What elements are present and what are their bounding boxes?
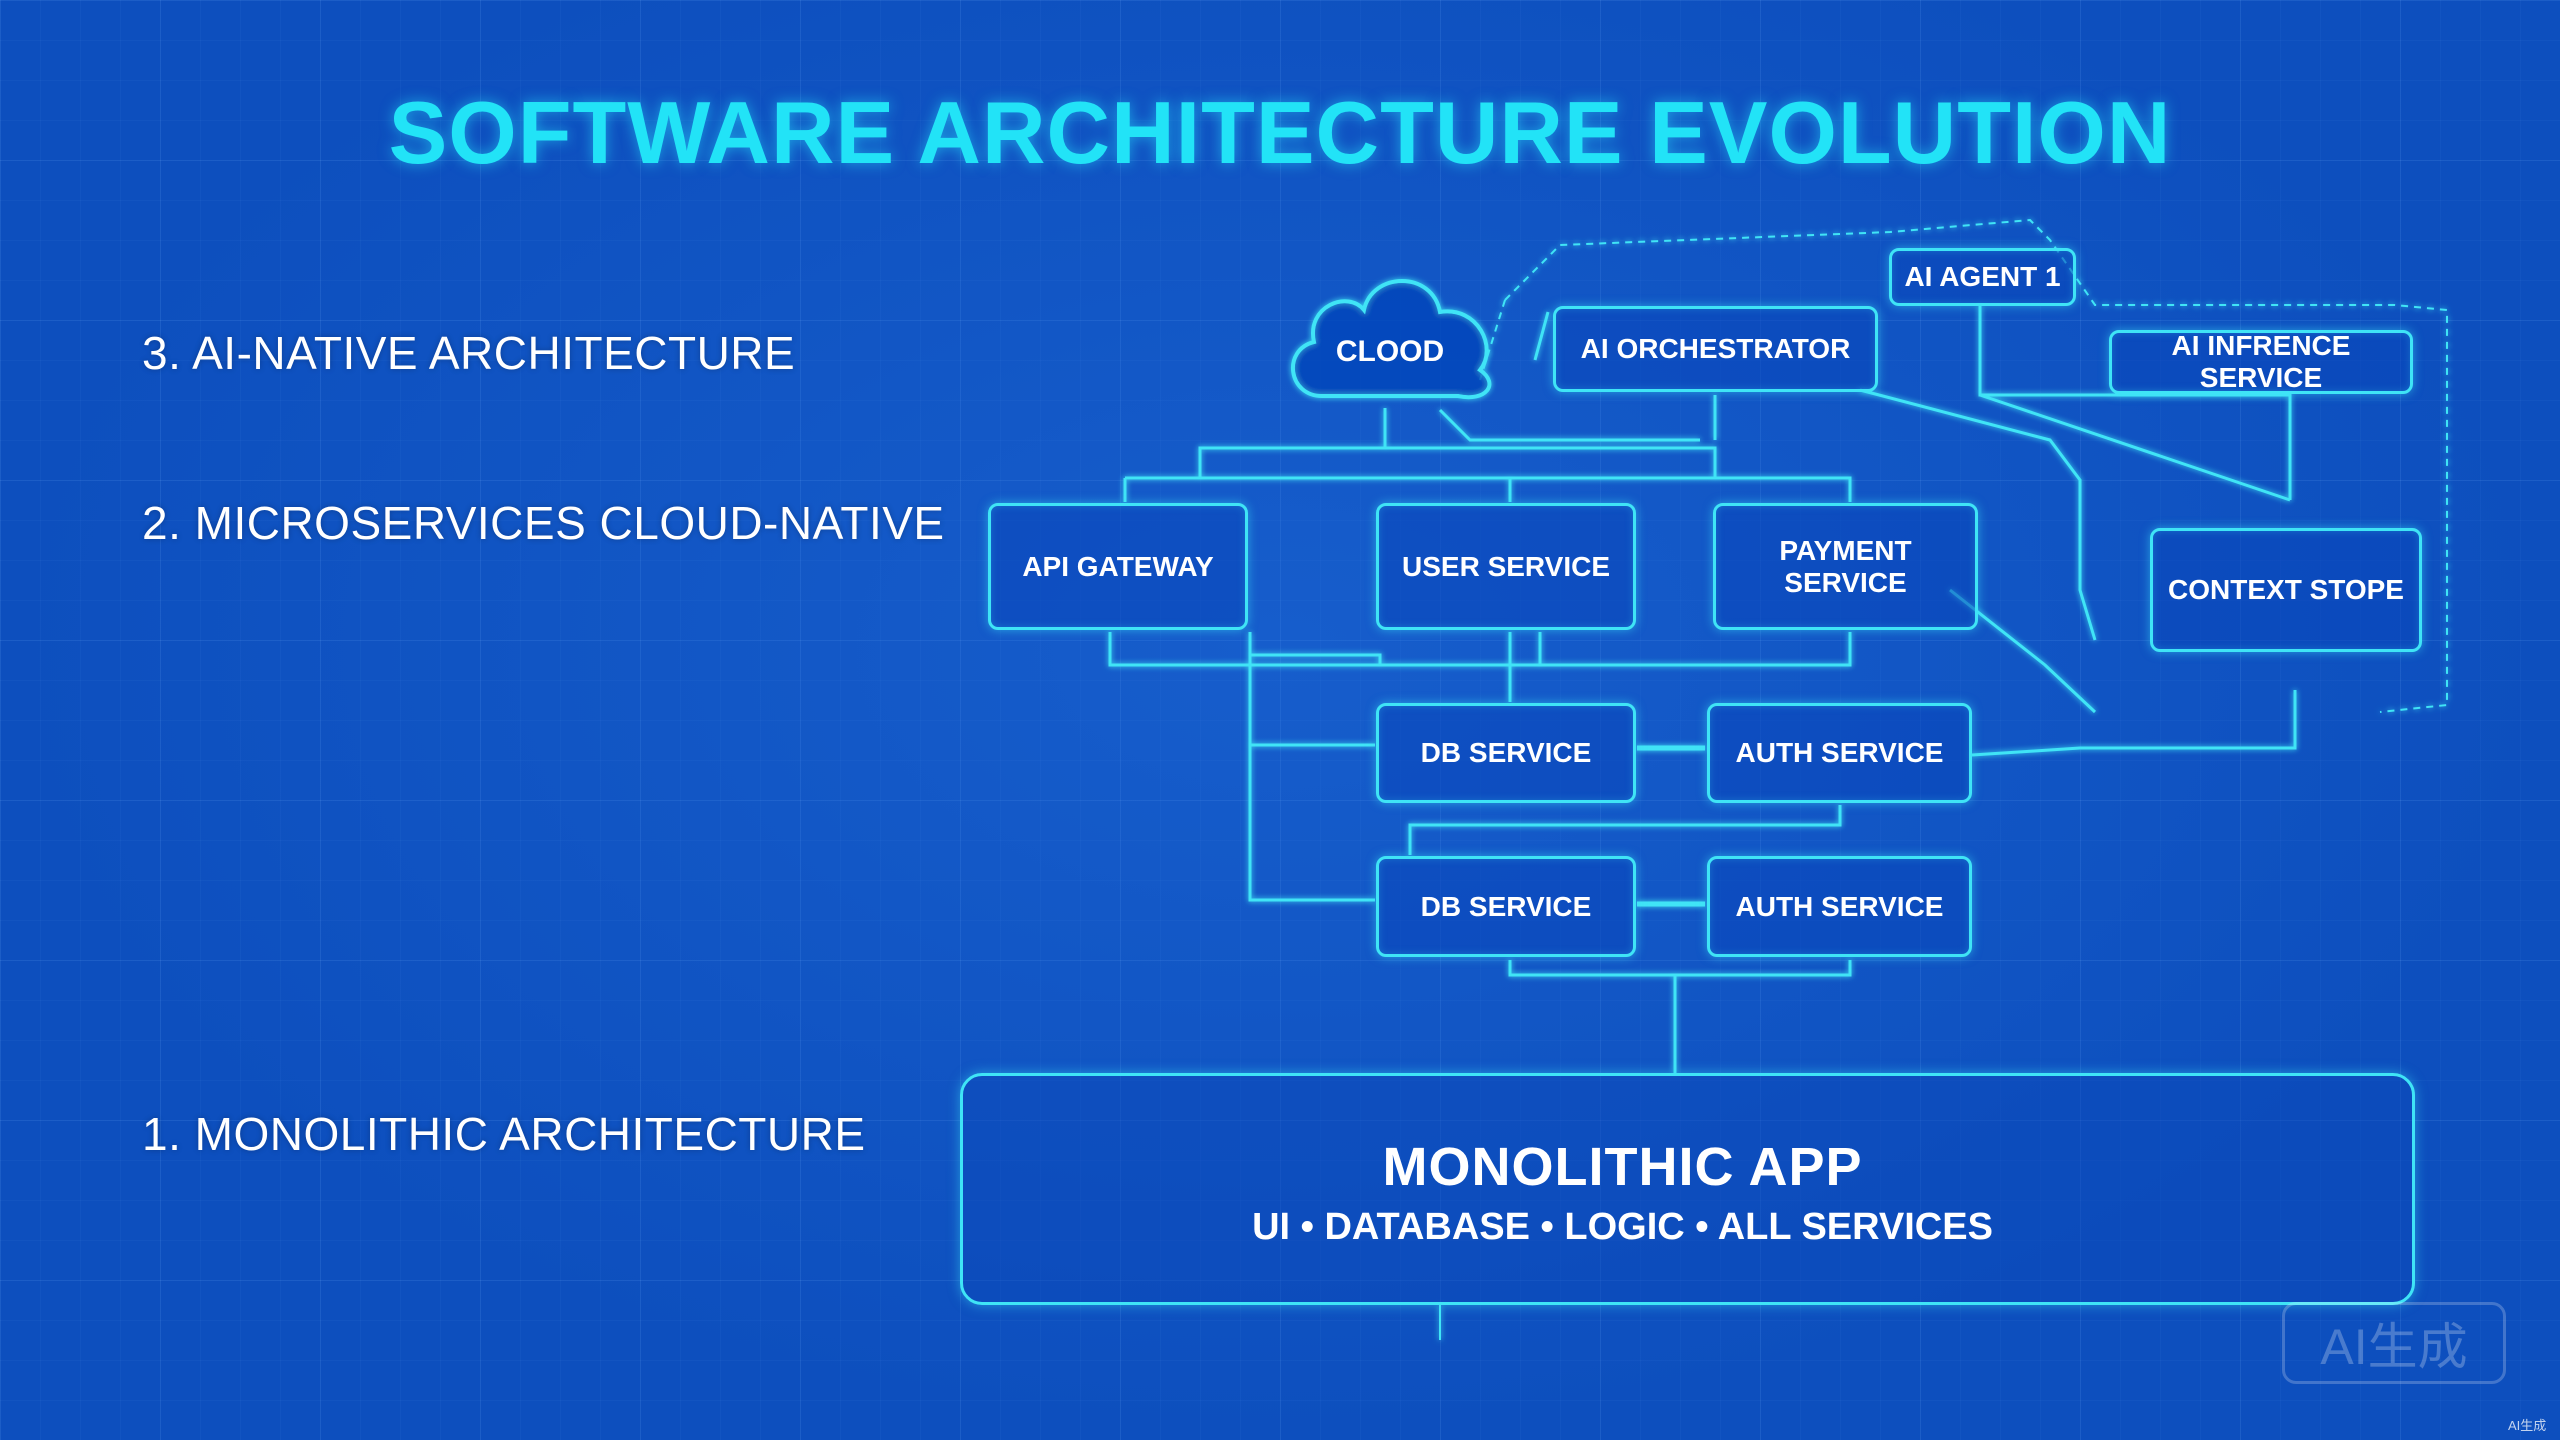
stage-label-microservices: 2. MICROSERVICES CLOUD-NATIVE	[142, 497, 945, 549]
context-store-node: CONTEXT STOPE	[2150, 528, 2422, 652]
cloud-icon	[1290, 279, 1492, 400]
ai-agent-node: AI AGENT 1	[1889, 248, 2076, 306]
monolithic-app-subtitle: UI • DATABASE • LOGIC • ALL SERVICES	[1252, 1206, 1993, 1248]
ai-orchestrator-node: AI ORCHESTRATOR	[1553, 306, 1878, 392]
auth-service-node-2: AUTH SERVICE	[1707, 856, 1972, 957]
cloud-node-label: CLOOD	[1335, 335, 1445, 368]
monolithic-app-title: MONOLITHIC APP	[1382, 1137, 1863, 1197]
user-service-node: USER SERVICE	[1376, 503, 1636, 630]
page-title: SOFTWARE ARCHITECTURE EVOLUTION	[388, 83, 2172, 182]
ai-inference-service-node: AI INFRENCE SERVICE	[2109, 330, 2413, 394]
stage-label-monolithic: 1. MONOLITHIC ARCHITECTURE	[142, 1108, 866, 1160]
monolithic-app-box: MONOLITHIC APP UI • DATABASE • LOGIC • A…	[960, 1073, 2415, 1305]
stage-label-ai-native: 3. AI-NATIVE ARCHITECTURE	[142, 327, 796, 379]
db-service-node-2: DB SERVICE	[1376, 856, 1636, 957]
db-service-node-1: DB SERVICE	[1376, 703, 1636, 803]
api-gateway-node: API GATEWAY	[988, 503, 1248, 630]
ai-generated-corner-mark: AI生成	[2508, 1418, 2547, 1433]
payment-service-node: PAYMENT SERVICE	[1713, 503, 1978, 630]
auth-service-node-1: AUTH SERVICE	[1707, 703, 1972, 803]
ai-generated-watermark: AI生成	[2282, 1302, 2506, 1384]
